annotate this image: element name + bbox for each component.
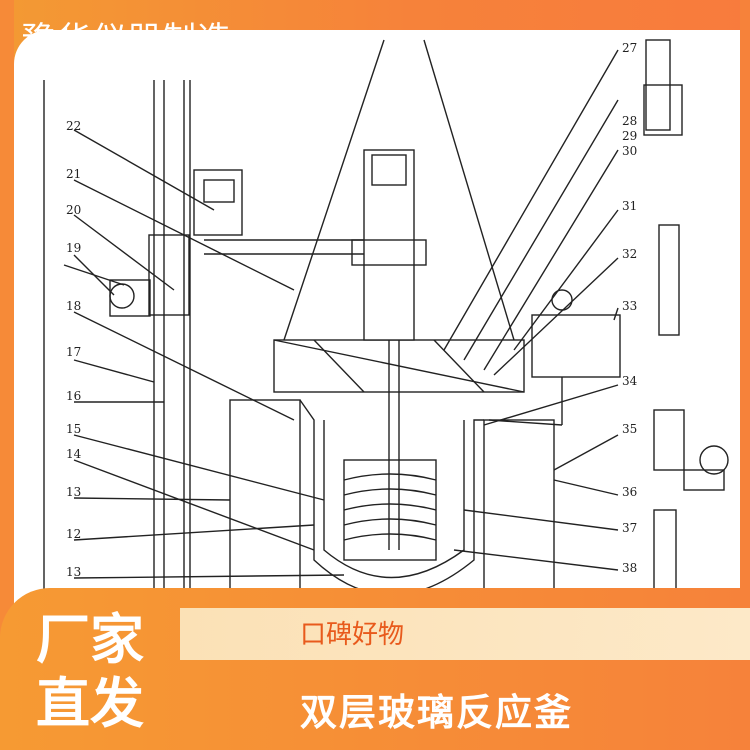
right-border bbox=[740, 0, 750, 750]
brand-name: 豫华仪器制造 bbox=[22, 20, 232, 60]
diagram-label-32: 32 bbox=[622, 247, 637, 261]
diagram-label-14: 14 bbox=[66, 447, 82, 461]
diagram-label-19: 19 bbox=[66, 241, 81, 255]
badge-line-2: 直发 bbox=[36, 672, 144, 735]
reactor-diagram: 22 21 20 19 18 17 16 15 14 13 12 13 27 2… bbox=[43, 39, 729, 610]
diagram-label-31: 31 bbox=[622, 199, 637, 213]
badge-line-1: 厂家 bbox=[36, 608, 144, 671]
diagram-label-35: 35 bbox=[622, 422, 637, 436]
diagram-label-28: 28 bbox=[622, 114, 637, 128]
diagram-label-20: 20 bbox=[66, 203, 81, 217]
diagram-label-17: 17 bbox=[66, 345, 81, 359]
reputation-tag: 口碑好物 bbox=[300, 620, 405, 650]
diagram-label-18: 18 bbox=[66, 299, 81, 313]
diagram-label-27: 27 bbox=[622, 41, 637, 55]
product-title: 双层玻璃反应釜 bbox=[300, 691, 573, 734]
diagram-label-29: 29 bbox=[622, 129, 637, 143]
diagram-label-36: 36 bbox=[622, 485, 637, 499]
diagram-label-22: 22 bbox=[66, 119, 81, 133]
reactor-technical-drawing: 22 21 20 19 18 17 16 15 14 13 12 13 27 2… bbox=[14, 30, 740, 610]
diagram-label-21: 21 bbox=[66, 167, 81, 181]
diagram-label-34: 34 bbox=[622, 374, 638, 388]
diagram-label-15: 15 bbox=[66, 422, 81, 436]
diagram-label-30: 30 bbox=[622, 144, 637, 158]
diagram-label-33: 33 bbox=[622, 299, 637, 313]
diagram-label-13b: 13 bbox=[66, 565, 81, 579]
tag-band bbox=[180, 608, 750, 660]
diagram-label-12: 12 bbox=[66, 527, 81, 541]
diagram-label-16: 16 bbox=[66, 389, 81, 403]
diagram-label-38: 38 bbox=[622, 561, 637, 575]
factory-direct-badge: 厂家 直发 bbox=[36, 608, 144, 736]
diagram-label-13: 13 bbox=[66, 485, 81, 499]
left-border bbox=[0, 0, 14, 750]
diagram-label-37: 37 bbox=[622, 521, 637, 535]
